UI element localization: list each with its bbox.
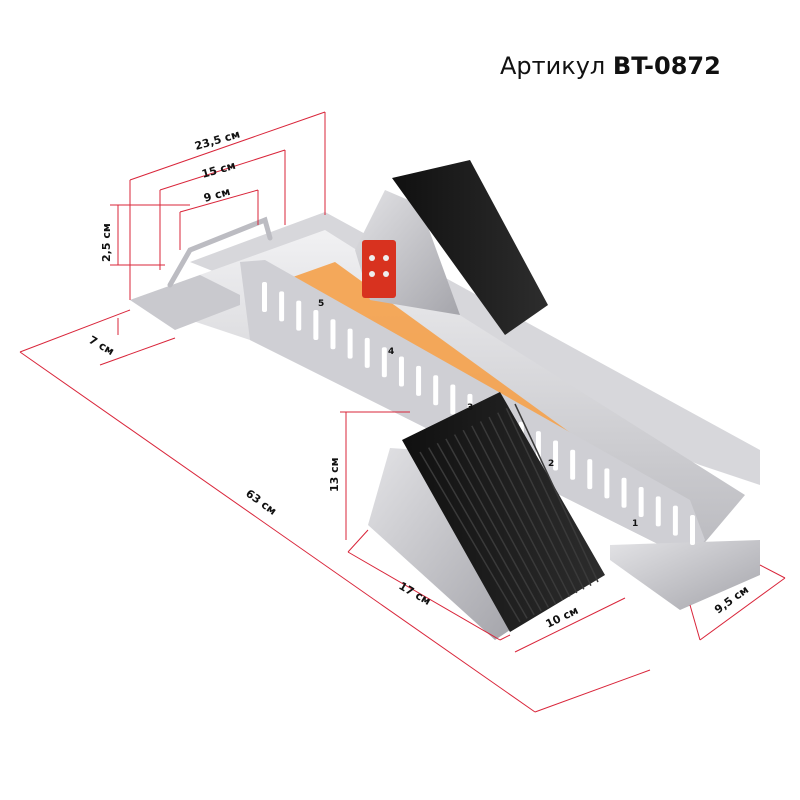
pedal-ridge	[453, 434, 550, 608]
article-code: BT-0872	[612, 52, 721, 80]
pedal-ridge	[462, 429, 557, 605]
pedal-ridge	[471, 425, 564, 601]
rail-slot	[364, 337, 370, 368]
rail-slot	[450, 384, 456, 415]
rail-slot	[690, 515, 695, 545]
dim-63: 63 см	[243, 487, 279, 518]
scale-mark: 1	[632, 519, 638, 529]
front-pedal	[368, 392, 605, 640]
rail-slot	[262, 282, 267, 312]
carry-handle	[167, 216, 273, 288]
pedal-ridge	[514, 403, 599, 583]
rail-slot	[330, 319, 336, 350]
rear-pedal	[355, 160, 548, 335]
rail-slot	[535, 431, 541, 462]
front-pedal-side	[368, 448, 510, 640]
rail-slot	[381, 347, 387, 378]
rail-slot	[398, 356, 404, 387]
rail-slot	[570, 449, 576, 480]
dim-13: 13 см	[328, 457, 341, 492]
rail-slot	[621, 477, 627, 508]
rail-slot	[638, 487, 644, 518]
rail-slot	[347, 328, 353, 359]
rail-slot	[296, 300, 302, 331]
scale-mark: 3	[467, 403, 473, 413]
dim-15: 15 см	[200, 159, 237, 181]
scale-mark: 5	[318, 299, 324, 309]
rail-slot	[553, 440, 559, 471]
pedal-ridge	[488, 416, 578, 594]
pedal-ridge	[497, 412, 585, 590]
scale-digits: 1 2 3 4 5	[318, 299, 638, 529]
rail-slot	[655, 496, 661, 527]
dim-2-5: 2,5 см	[100, 223, 113, 262]
rail-slot	[604, 468, 610, 499]
article-prefix: Артикул	[500, 52, 606, 80]
pedal-ridge	[445, 438, 542, 612]
foot-plate	[130, 275, 240, 330]
pedal-ridge	[427, 447, 528, 619]
pedal-ridge	[479, 421, 571, 597]
pedal-ridge	[505, 408, 592, 586]
rear-pedal-rubber	[392, 160, 548, 335]
pedal-ridge	[419, 451, 521, 623]
rail-slot	[416, 365, 422, 396]
pedal-ridge	[436, 442, 535, 616]
dim-17: 17 см	[397, 579, 434, 608]
rail-slot	[433, 375, 439, 406]
rail-slot	[587, 459, 593, 490]
rail-slot	[313, 309, 319, 340]
scale-mark: 4	[388, 347, 394, 357]
rail-front-flap	[610, 540, 760, 610]
clamp	[362, 240, 396, 298]
article-label: Артикул BT-0872	[500, 52, 750, 80]
pedal-ridges	[419, 403, 599, 623]
dim-7: 7 см	[87, 333, 117, 358]
scale-mark: 2	[548, 459, 554, 469]
dimension-lines	[19, 111, 786, 713]
starting-block-rail	[130, 212, 760, 610]
rail-slot	[672, 505, 678, 536]
rail-slot	[279, 291, 285, 322]
